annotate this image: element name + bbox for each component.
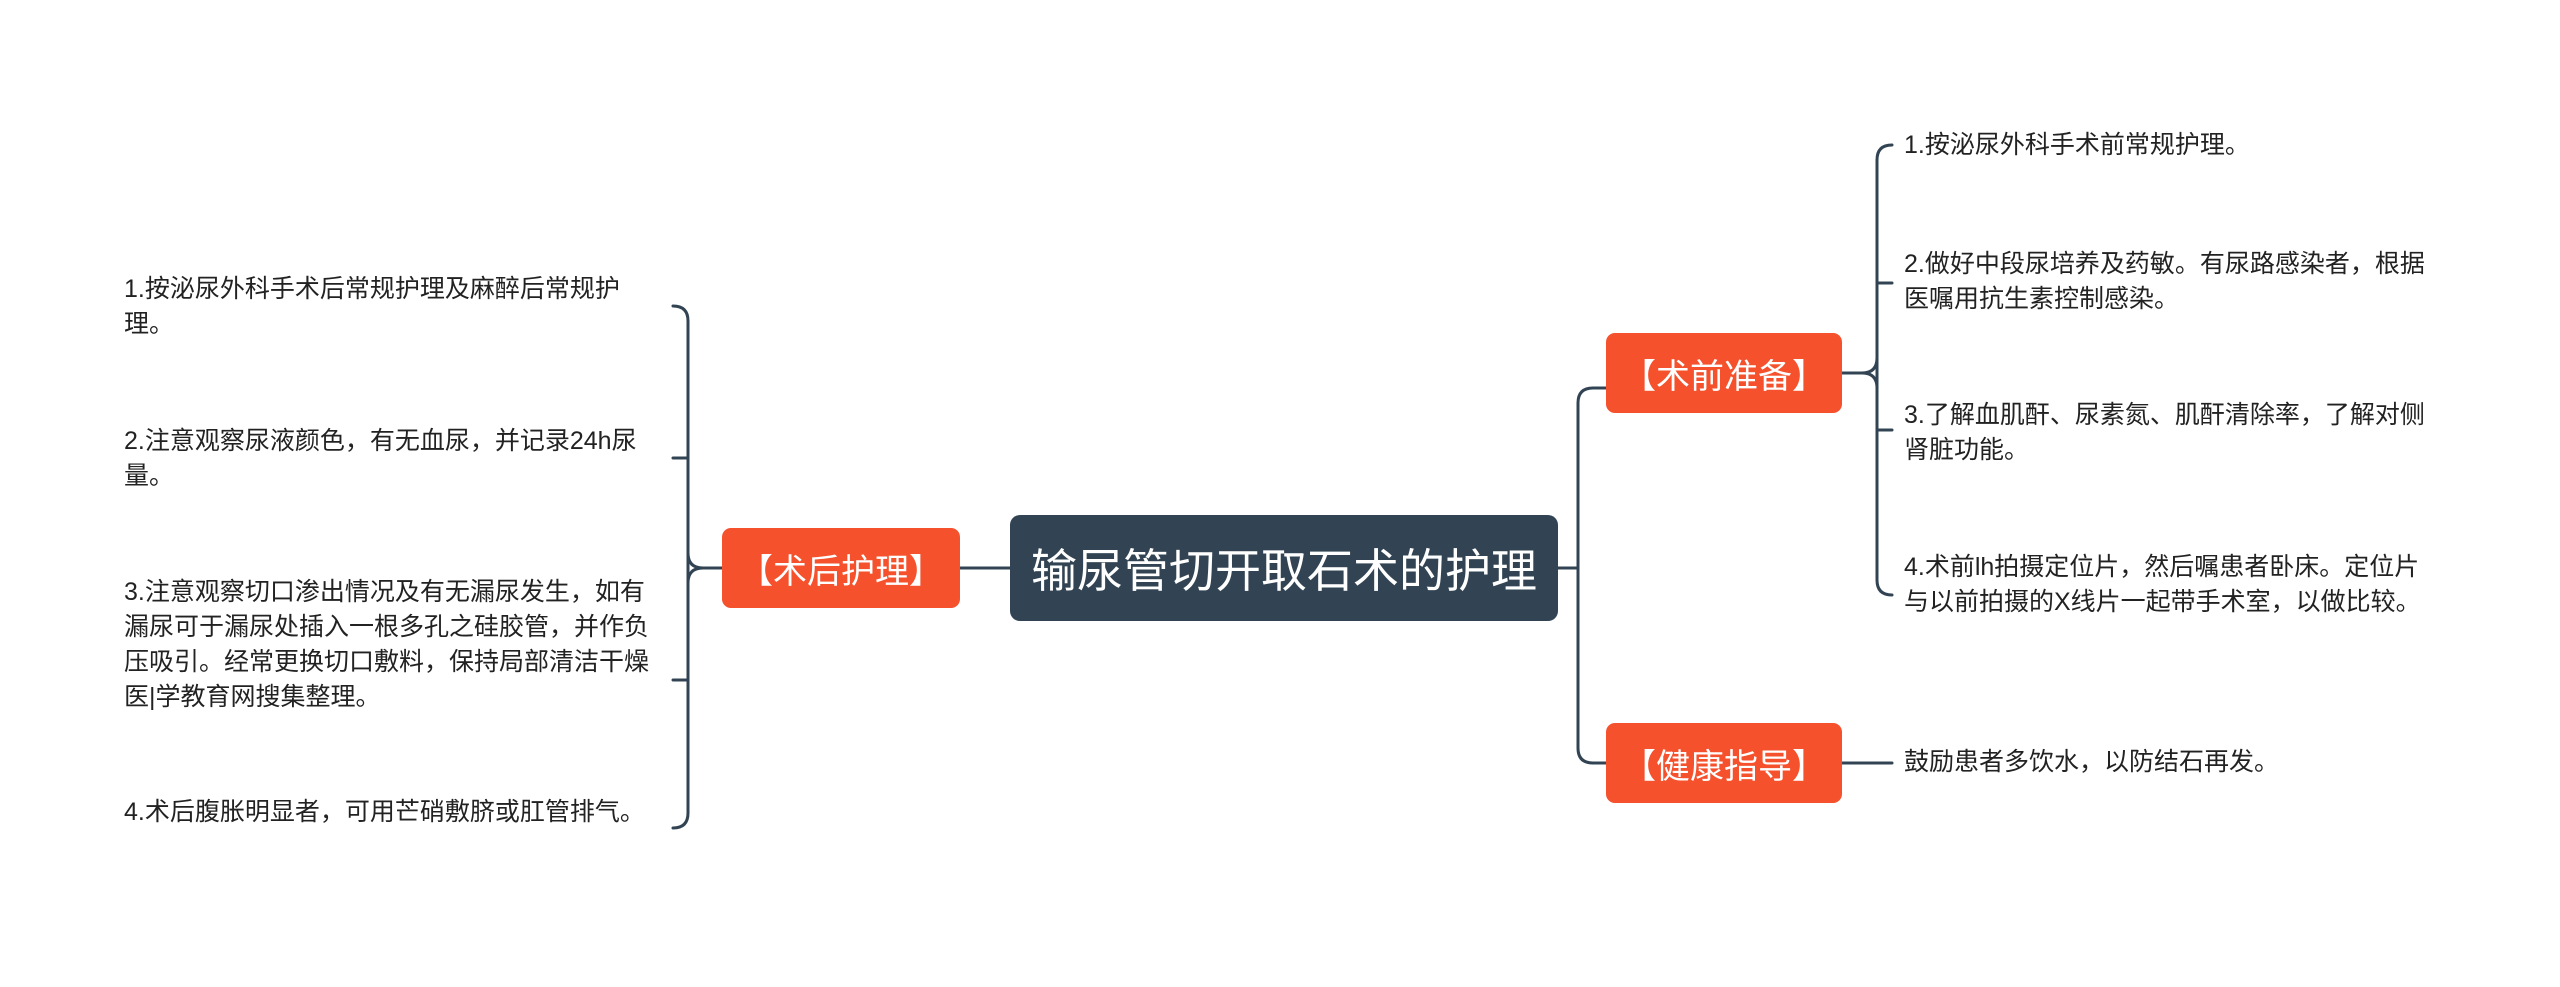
connector-preop-tick-3 [1860, 356, 1879, 375]
connector-preop-tick-3b [1860, 371, 1879, 390]
preop-item-2: 2.做好中段尿培养及药敏。有尿路感染者，根据医嘱用抗生素控制感染。 [1904, 250, 2425, 313]
postop-item-2: 2.注意观察尿液颜色，有无血尿，并记录24h尿量。 [124, 427, 637, 490]
branch-preop[interactable]: 【术前准备】 [1606, 333, 1842, 413]
preop-item-3: 3.了解血肌酐、尿素氮、肌酐清除率，了解对侧肾脏功能。 [1904, 401, 2425, 464]
connector-preop-bracket [1875, 143, 1894, 597]
health-item-1: 鼓励患者多饮水，以防结石再发。 [1904, 748, 2280, 776]
root-topic[interactable]: 输尿管切开取石术的护理 [1010, 515, 1558, 621]
connector-right-trunk [1576, 386, 1595, 765]
preop-item-4: 4.术前lh拍摄定位片，然后嘱患者卧床。定位片与以前拍摄的X线片一起带手术室，以… [1904, 553, 2421, 616]
connector-postop-tick-3 [686, 551, 705, 570]
branch-health[interactable]: 【健康指导】 [1606, 723, 1842, 803]
postop-item-3: 3.注意观察切口渗出情况及有无漏尿发生，如有漏尿可于漏尿处插入一根多孔之硅胶管，… [124, 578, 650, 711]
postop-item-1: 1.按泌尿外科手术后常规护理及麻醉后常规护理。 [124, 275, 620, 338]
connector-postop-tick-3b [686, 566, 705, 585]
branch-postop[interactable]: 【术后护理】 [722, 528, 960, 608]
connector-postop-bracket [671, 304, 690, 830]
postop-item-4: 4.术后腹胀明显者，可用芒硝敷脐或肛管排气。 [124, 798, 645, 826]
preop-item-1: 1.按泌尿外科手术前常规护理。 [1904, 131, 2250, 159]
